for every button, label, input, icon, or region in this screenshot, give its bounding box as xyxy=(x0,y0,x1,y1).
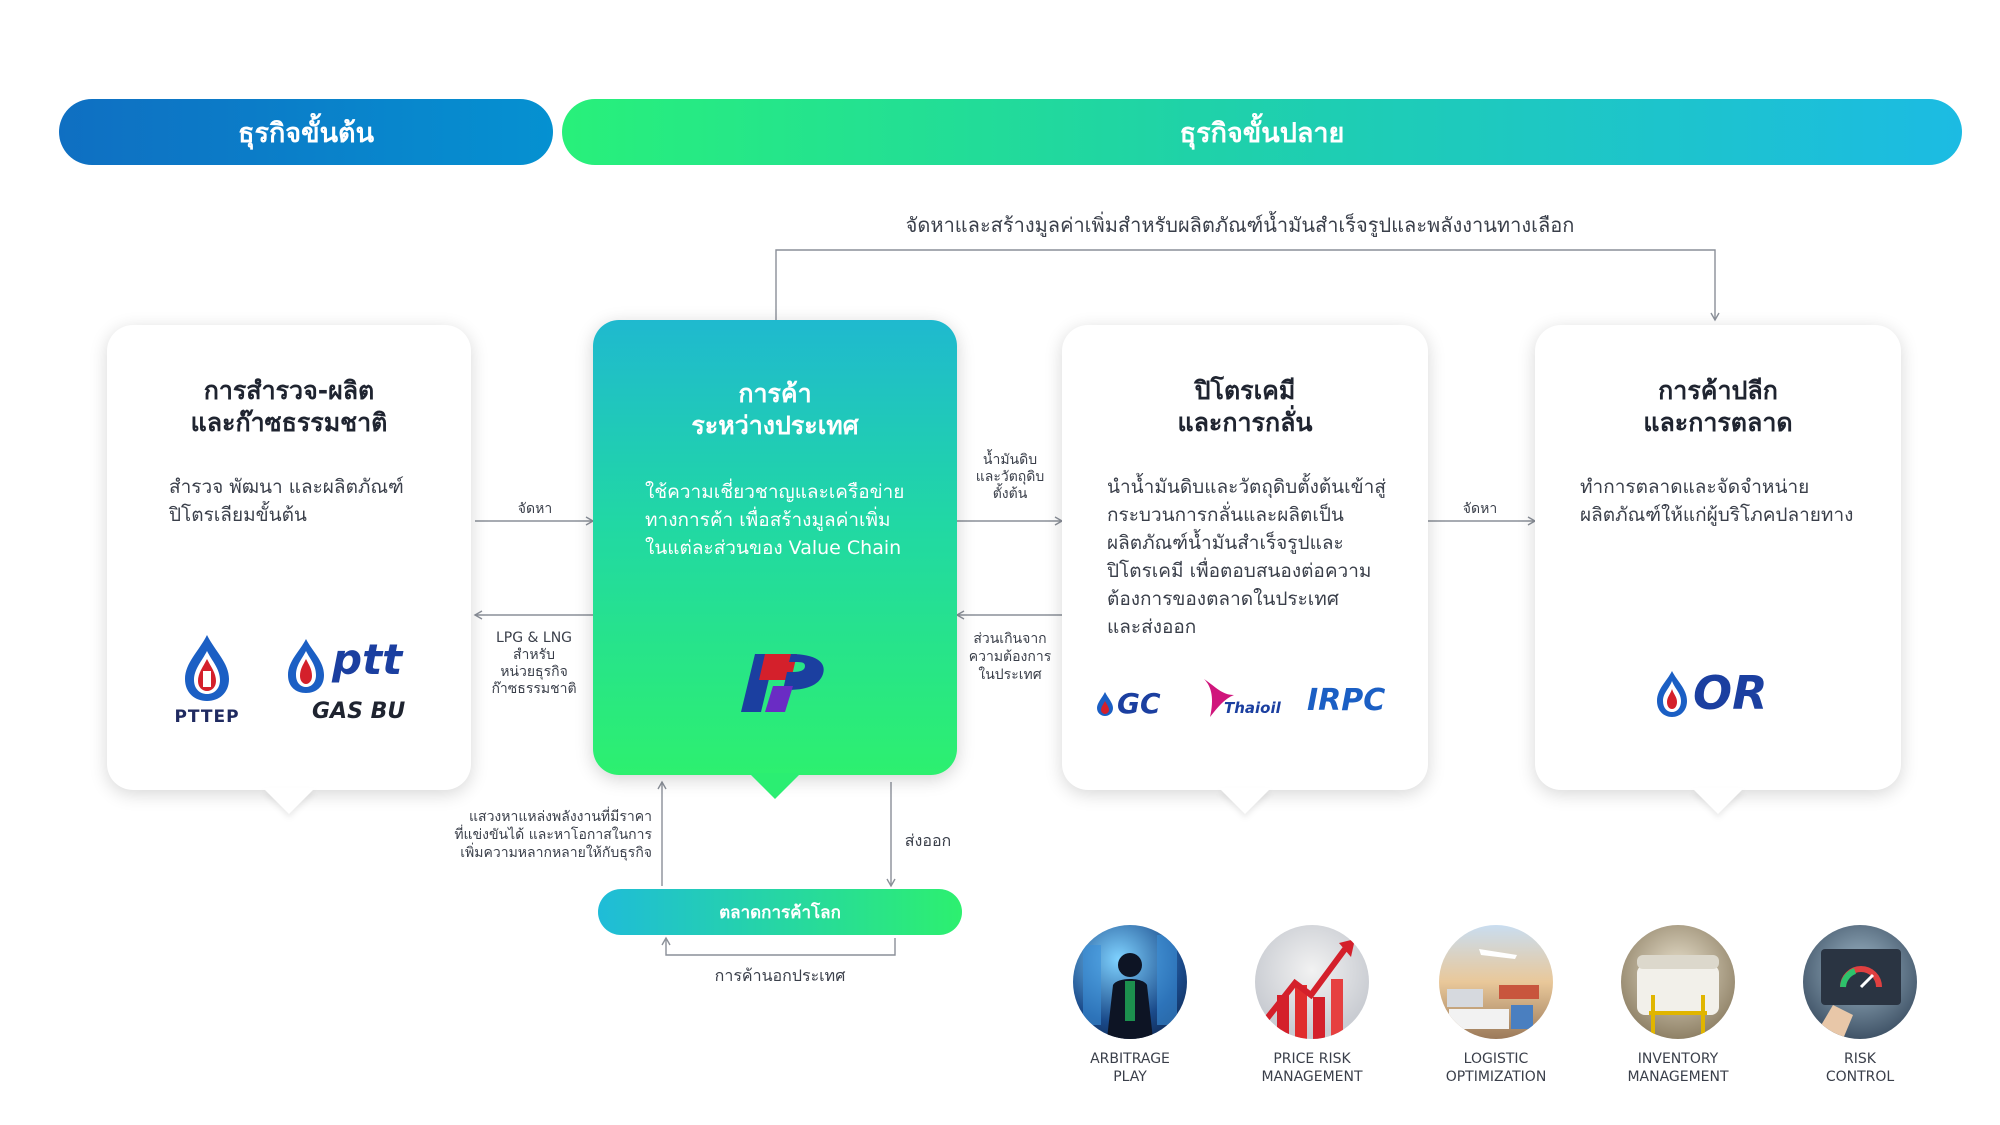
card-title: การค้าระหว่างประเทศ xyxy=(691,379,859,440)
card-title: ปิโตรเคมีและการกลั่น xyxy=(1177,376,1313,437)
card-title: การสำรวจ-ผลิตและก๊าซธรรมชาติ xyxy=(190,376,388,437)
ptt-gas-bu-logo: ptt GAS BU xyxy=(282,637,432,737)
flow-label-procure-2: จัดหา xyxy=(1462,501,1498,517)
card-title: การค้าปลีกและการตลาด xyxy=(1643,376,1793,437)
arbitrage-play-image xyxy=(1073,925,1187,1039)
thaioil-logo: Thaioil xyxy=(1198,677,1298,727)
flow-label-seek: แสวงหาแหล่งพลังงานที่มีราคาที่แข่งขันได้… xyxy=(454,809,652,861)
card-retail: การค้าปลีกและการตลาด ทำการตลาดและจัดจำหน… xyxy=(1535,325,1901,814)
gc-logo: GC xyxy=(1095,685,1185,725)
card-trading: การค้าระหว่างประเทศ ใช้ความเชี่ยวชาญและเ… xyxy=(593,320,957,799)
flow-label-out-of-country: การค้านอกประเทศ xyxy=(714,966,846,985)
logistic-optimization-image xyxy=(1439,925,1553,1039)
flow-label-crude: น้ำมันดิบและวัตถุดิบตั้งต้น xyxy=(975,452,1045,502)
card-description: นำน้ำมันดิบและวัตถุดิบตั้งต้นเข้าสู่กระบ… xyxy=(1107,476,1386,638)
downstream-header: ธุรกิจขั้นปลาย xyxy=(562,99,1962,165)
card-pointer xyxy=(749,773,801,799)
flow-label-procure-1: จัดหา xyxy=(517,501,553,517)
card-pointer xyxy=(263,788,315,814)
card-petrochem: ปิโตรเคมีและการกลั่น นำน้ำมันดิบและวัตถุ… xyxy=(1062,325,1428,814)
card-description: ใช้ความเชี่ยวชาญและเครือข่ายทางการค้า เพ… xyxy=(645,481,905,559)
downstream-label: ธุรกิจขั้นปลาย xyxy=(1179,117,1345,149)
upstream-header: ธุรกิจขั้นต้น xyxy=(59,99,553,165)
flow-label-surplus: ส่วนเกินจากความต้องการในประเทศ xyxy=(968,631,1052,683)
global-market-pill: ตลาดการค้าโลก xyxy=(598,889,962,935)
risk-control-image xyxy=(1803,925,1917,1039)
card-description: ทำการตลาดและจัดจำหน่ายผลิตภัณฑ์ให้แก่ผู้… xyxy=(1580,476,1854,526)
inventory-management-image xyxy=(1621,925,1735,1039)
irpc-logo: IRPC xyxy=(1307,683,1386,718)
card-description: สำรวจ พัฒนา และผลิตภัณฑ์ปิโตรเลียมขั้นต้… xyxy=(169,476,404,526)
card-pointer xyxy=(1219,788,1271,814)
price-risk-management-image xyxy=(1255,925,1369,1039)
flow-label-export: ส่งออก xyxy=(904,831,952,850)
tp-logo-icon xyxy=(741,654,824,712)
global-market-label: ตลาดการค้าโลก xyxy=(719,902,841,923)
top-flow-label: จัดหาและสร้างมูลค่าเพิ่มสำหรับผลิตภัณฑ์น… xyxy=(905,213,1575,237)
or-logo: OR xyxy=(1653,667,1793,727)
card-pointer xyxy=(1692,788,1744,814)
pttep-logo: PTTEP xyxy=(157,633,257,733)
card-exploration: การสำรวจ-ผลิตและก๊าซธรรมชาติ สำรวจ พัฒนา… xyxy=(107,325,471,814)
upstream-label: ธุรกิจขั้นต้น xyxy=(237,117,375,149)
